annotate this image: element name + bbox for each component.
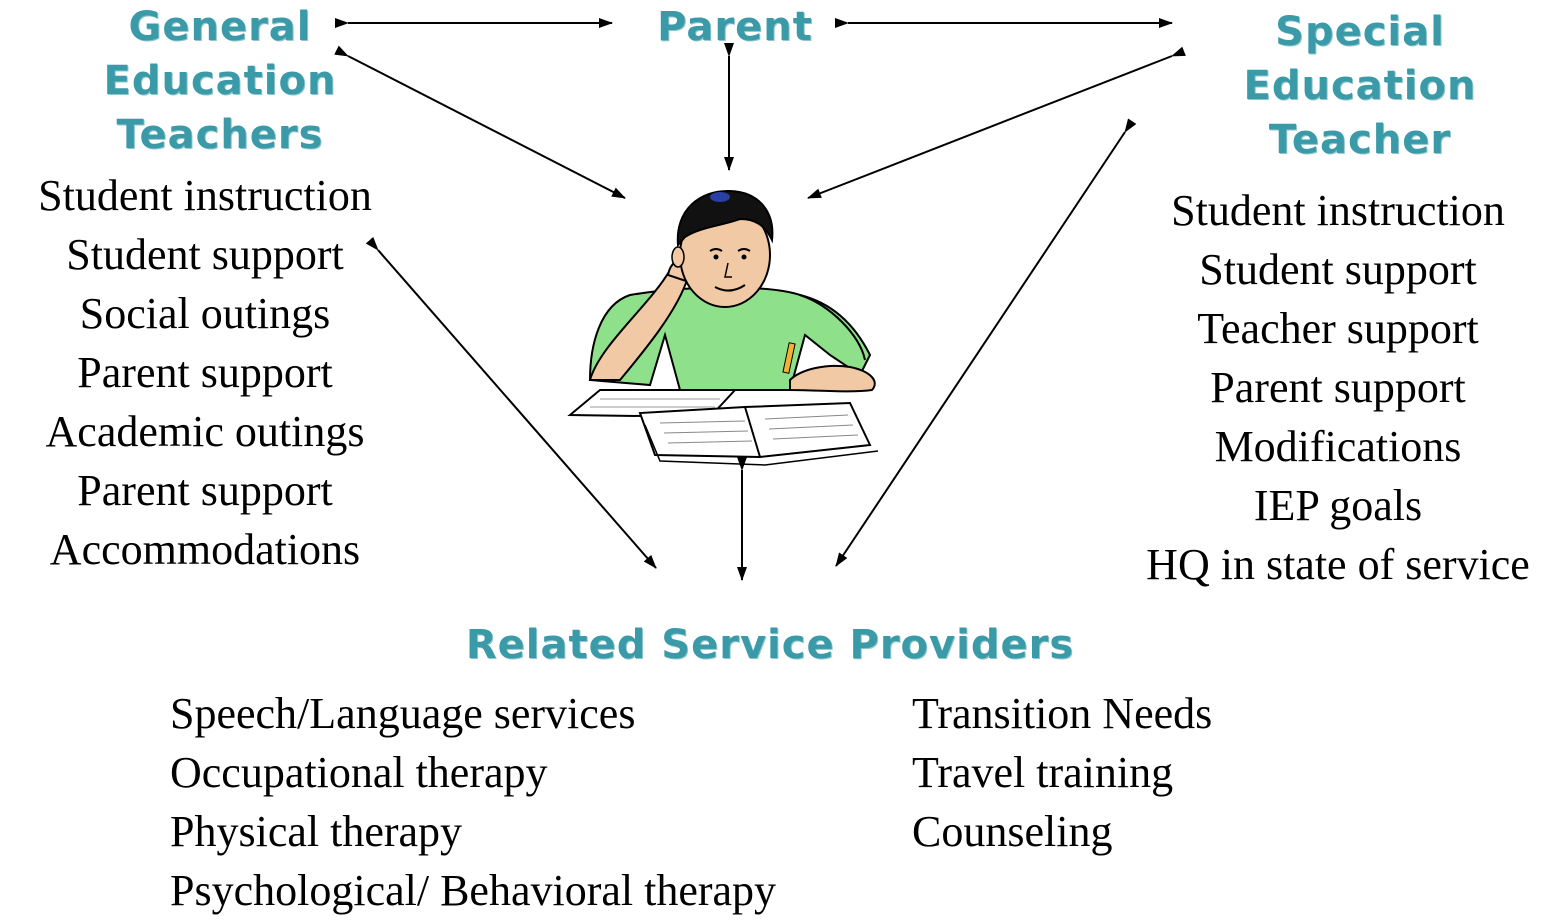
list-item: Transition Needs xyxy=(912,689,1213,738)
related-services-list-left: Speech/Language services Occupational th… xyxy=(170,684,776,920)
list-item: Parent support xyxy=(77,466,333,515)
list-item: Teacher support xyxy=(1197,304,1479,353)
student-studying-illustration xyxy=(567,189,879,466)
list-item: Travel training xyxy=(912,748,1174,797)
list-item: Physical therapy xyxy=(170,807,463,856)
list-item: Student support xyxy=(66,230,344,279)
list-item: Student support xyxy=(1199,245,1477,294)
list-item: HQ in state of service xyxy=(1146,540,1530,589)
arrow-general-related xyxy=(365,236,657,569)
related-service-providers-heading: Related Service Providers xyxy=(465,622,1075,668)
list-item: Student instruction xyxy=(38,171,372,220)
special-education-roles-list: Student instruction Student support Teac… xyxy=(1110,181,1566,594)
list-item: Student instruction xyxy=(1171,186,1505,235)
list-item: Accommodations xyxy=(49,525,361,574)
open-book-icon xyxy=(638,401,879,466)
list-item: Occupational therapy xyxy=(170,748,548,797)
list-item: Modifications xyxy=(1214,422,1462,471)
list-item: Speech/Language services xyxy=(170,689,636,738)
arrow-special-student xyxy=(807,46,1186,199)
writing-hand-icon xyxy=(782,342,876,393)
student-head-icon xyxy=(671,189,774,308)
list-item: Academic outings xyxy=(45,407,365,456)
list-item: Psychological/ Behavioral therapy xyxy=(170,866,777,915)
parent-heading: Parent xyxy=(657,4,813,50)
arrow-general-student xyxy=(334,45,626,199)
list-item: Parent support xyxy=(77,348,333,397)
general-education-teachers-heading: General Education Teachers xyxy=(103,4,337,158)
special-education-teacher-heading: Special Education Teacher xyxy=(1243,9,1477,163)
arrow-special-related xyxy=(835,118,1137,567)
related-services-list-right: Transition Needs Travel training Counsel… xyxy=(912,684,1212,861)
general-education-roles-list: Student instruction Student support Soci… xyxy=(0,166,410,579)
list-item: Social outings xyxy=(79,289,331,338)
list-item: Counseling xyxy=(912,807,1113,856)
list-item: Parent support xyxy=(1210,363,1466,412)
list-item: IEP goals xyxy=(1253,481,1423,530)
